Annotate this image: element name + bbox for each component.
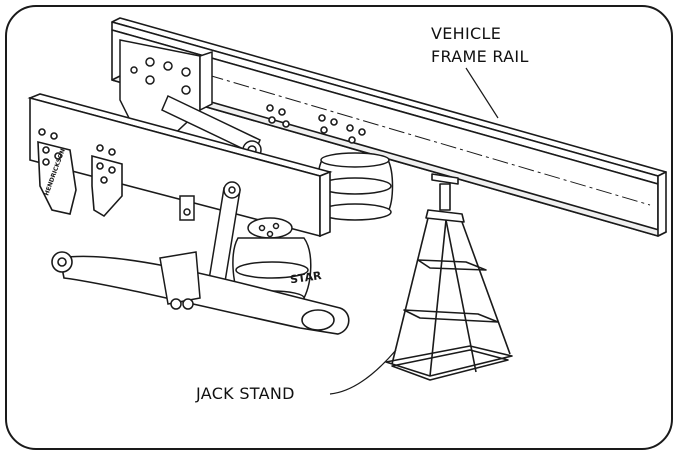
axle-beam xyxy=(27,93,333,238)
frame-rail-leader xyxy=(465,67,499,119)
diagram-border xyxy=(5,5,673,450)
frame-rail-label-line2: FRAME RAIL xyxy=(431,47,529,66)
trailing-arm xyxy=(51,251,350,335)
jack-stand-label: JACK STAND xyxy=(196,384,295,403)
jack-stand-leader xyxy=(329,349,397,395)
axle-seat xyxy=(159,251,201,310)
jack-stand xyxy=(385,173,513,381)
frame-rail-label-line1: VEHICLE xyxy=(431,24,502,43)
air-spring-logo: STAR xyxy=(289,269,323,286)
vehicle-frame-rail xyxy=(111,17,667,237)
shock-absorber xyxy=(179,181,241,301)
